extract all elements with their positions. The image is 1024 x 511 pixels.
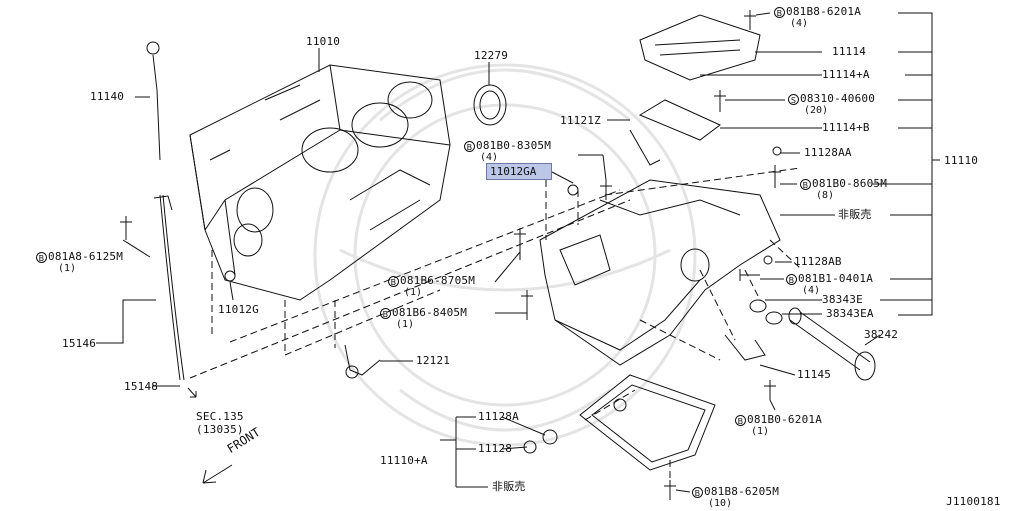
dipstick-drawing xyxy=(146,41,185,381)
part-12121[interactable]: 12121 xyxy=(416,354,451,367)
pipe-drawing xyxy=(789,311,871,371)
qty-081B6-8705M: (1) xyxy=(404,287,423,298)
sec-ref-line2: (13035) xyxy=(196,423,244,436)
bolt-mark-icon: B xyxy=(380,308,391,319)
part-11128A[interactable]: 11128A xyxy=(478,410,519,423)
part-11128[interactable]: 11128 xyxy=(478,442,513,455)
bolt-mark-icon: B xyxy=(692,487,703,498)
part-38343E[interactable]: 38343E xyxy=(822,293,863,306)
oil-seal-drawing xyxy=(473,84,507,126)
part-38343EA[interactable]: 38343EA xyxy=(826,307,874,320)
qty-081B0-6201A: (1) xyxy=(751,426,770,437)
part-11140[interactable]: 11140 xyxy=(90,90,125,103)
qty-081B8-6201A: (4) xyxy=(790,18,809,29)
part-12279[interactable]: 12279 xyxy=(474,49,509,62)
baffle-plate-drawing xyxy=(639,14,761,81)
qty-081B0-8605M: (8) xyxy=(816,190,835,201)
part-15146[interactable]: 15146 xyxy=(62,337,97,350)
bolt-icons xyxy=(120,10,782,500)
part-11110-A[interactable]: 11110+A xyxy=(380,454,428,467)
part-11128AA[interactable]: 11128AA xyxy=(804,146,852,159)
front-arrow-icon xyxy=(202,464,233,484)
part-11145[interactable]: 11145 xyxy=(797,368,832,381)
upper-oil-pan-drawing xyxy=(539,179,781,366)
screw-mark-icon: S xyxy=(788,94,799,105)
part-15148[interactable]: 15148 xyxy=(124,380,159,393)
part-11012G[interactable]: 11012G xyxy=(218,303,259,316)
qty-081B0-8305M: (4) xyxy=(480,152,499,163)
bolt-mark-icon: B xyxy=(388,276,399,287)
strainer-drawing xyxy=(638,99,721,141)
sec-ref-line1[interactable]: SEC.135 xyxy=(196,410,244,423)
part-11114-A[interactable]: 11114+A xyxy=(822,68,870,81)
part-11110[interactable]: 11110 xyxy=(944,154,979,167)
qty-081A8-6125M: (1) xyxy=(58,263,77,274)
bolt-mark-icon: B xyxy=(464,141,475,152)
not-sold-label-right: 非販売 xyxy=(838,208,872,221)
bolt-mark-icon: B xyxy=(786,274,797,285)
part-11114-B[interactable]: 11114+B xyxy=(822,121,870,134)
qty-08310-40600: (20) xyxy=(804,105,829,116)
qty-081B8-6205M: (10) xyxy=(708,498,733,509)
part-11128AB[interactable]: 11128AB xyxy=(794,255,842,268)
diagram-code: J1100181 xyxy=(946,495,1001,508)
sec-arrow-icon xyxy=(187,387,197,398)
qty-081B1-0401A: (4) xyxy=(802,285,821,296)
bolt-mark-icon: B xyxy=(800,179,811,190)
leader-lines xyxy=(122,12,940,493)
highlighted-part-label[interactable]: 11012GA xyxy=(486,163,552,180)
lower-oil-pan-drawing xyxy=(579,374,716,471)
part-38242[interactable]: 38242 xyxy=(864,328,899,341)
bolt-mark-icon: B xyxy=(735,415,746,426)
part-11121Z[interactable]: 11121Z xyxy=(560,114,601,127)
bolt-mark-icon: B xyxy=(36,252,47,263)
cylinder-block-drawing xyxy=(189,64,451,301)
highlighted-part-text: 11012GA xyxy=(490,165,537,178)
not-sold-label-bottom: 非販売 xyxy=(492,480,526,493)
o-ring-drawing xyxy=(749,299,767,313)
bolt-mark-icon: B xyxy=(774,7,785,18)
watermark-seal xyxy=(313,63,697,447)
part-11010[interactable]: 11010 xyxy=(306,35,341,48)
qty-081B6-8405M: (1) xyxy=(396,319,415,330)
part-11114[interactable]: 11114 xyxy=(832,45,867,58)
